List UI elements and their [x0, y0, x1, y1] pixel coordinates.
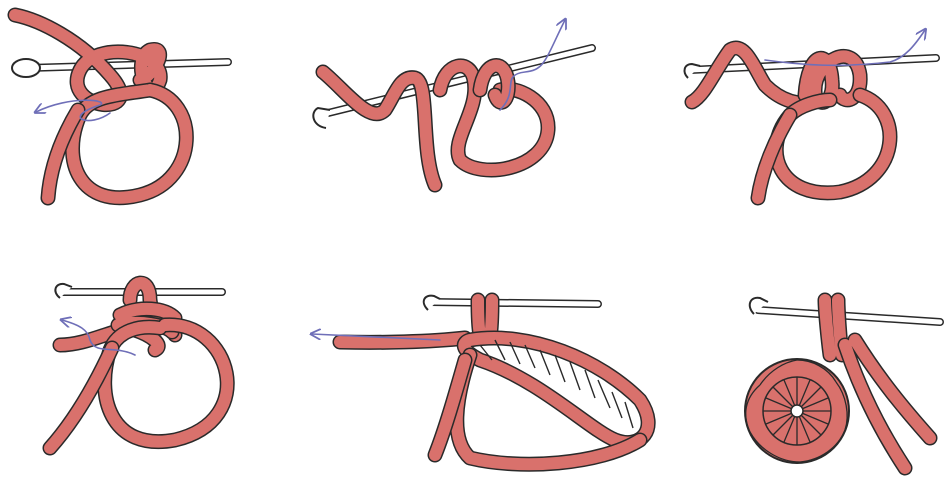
step-2-panel: [313, 20, 592, 185]
yarn-2: [323, 66, 548, 185]
step-5-panel: [312, 296, 648, 465]
step-4-panel: [50, 283, 227, 448]
step-3-panel: [685, 30, 936, 198]
yarn-1: [15, 15, 186, 198]
hook-5: [424, 296, 598, 310]
step-1-panel: [12, 15, 228, 198]
yarn-6: [745, 300, 930, 468]
yarn-5: [340, 300, 648, 464]
hook-2-tip: [313, 108, 330, 128]
step-6-panel: [745, 298, 940, 468]
hook-1-tip: [12, 59, 40, 77]
hook-1: [12, 59, 228, 77]
yarn-4: [50, 283, 227, 448]
ring-center-hole-6: [791, 405, 803, 417]
yarn-3: [692, 48, 890, 198]
